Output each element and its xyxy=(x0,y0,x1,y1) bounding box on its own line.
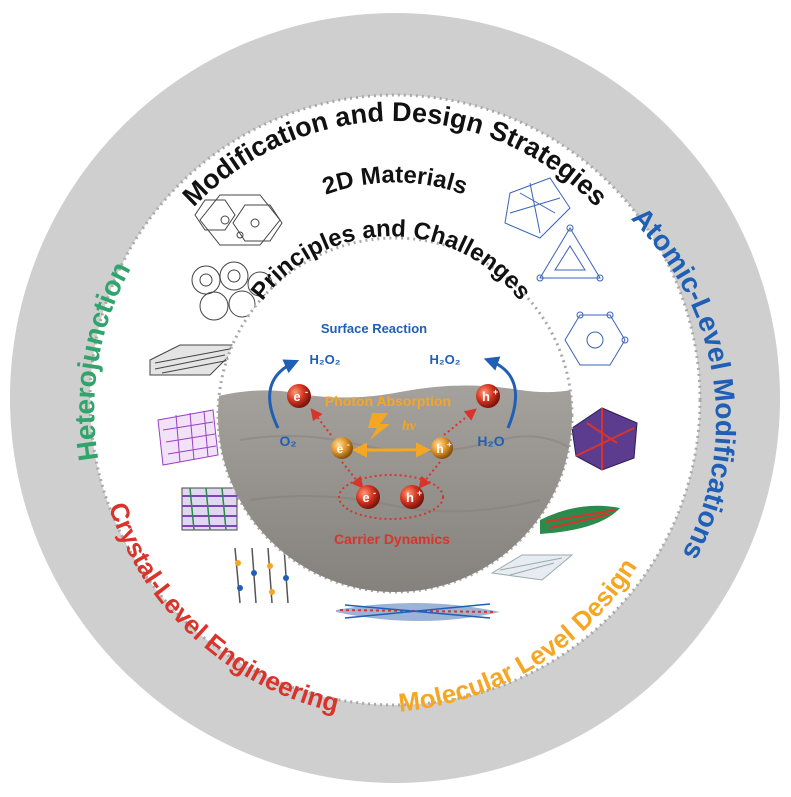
cage-framework-material xyxy=(191,261,273,321)
arrow-h-surface xyxy=(443,408,477,436)
svg-text:h: h xyxy=(482,389,490,404)
lightning-icon xyxy=(368,413,390,440)
recombination-ellipse xyxy=(338,474,444,520)
flat-sheet-material xyxy=(490,554,574,581)
ribbon-crystal-material xyxy=(540,505,620,534)
electron-surface: e - xyxy=(287,384,311,408)
polyhedral-crystal-material xyxy=(571,407,638,471)
svg-text:e: e xyxy=(337,442,344,456)
arrow-e-recombine xyxy=(341,461,364,489)
svg-text:h: h xyxy=(406,490,414,505)
electron-bulk: e - xyxy=(331,437,353,459)
bottom-helix-material xyxy=(336,602,500,621)
carrier-dynamics-label: Carrier Dynamics xyxy=(334,531,450,547)
arrow-e-surface xyxy=(310,408,332,436)
svg-text:+: + xyxy=(417,488,422,498)
purple-layer-material xyxy=(157,409,219,466)
blue-framework-material-1 xyxy=(504,177,571,239)
svg-text:-: - xyxy=(373,488,376,498)
hole-surface: h + xyxy=(476,384,500,408)
hex-framework-material xyxy=(194,194,283,246)
photon-absorption-label: Photon Absorption xyxy=(325,393,451,409)
blue-framework-material-3 xyxy=(564,311,629,366)
surface-reaction-label: Surface Reaction xyxy=(321,321,427,336)
hole-bulk: h + xyxy=(431,437,453,459)
h2o-label: H₂O xyxy=(477,433,504,449)
pillar-structure-material xyxy=(234,547,289,604)
svg-text:e: e xyxy=(362,490,369,505)
graphene-sheet-material xyxy=(149,344,242,376)
electron-recombine: e - xyxy=(356,485,380,509)
layered-crystal-material xyxy=(181,487,238,531)
svg-text:-: - xyxy=(347,440,350,449)
svg-text:+: + xyxy=(447,440,452,449)
arrow-h2o-to-h2o2 xyxy=(483,356,517,429)
h2o2-left-label: H₂O₂ xyxy=(309,352,340,367)
svg-text:h: h xyxy=(436,442,443,456)
svg-text:-: - xyxy=(305,387,308,397)
middle-ring-border xyxy=(88,93,702,707)
o2-label: O₂ xyxy=(279,433,296,449)
arrow-o2-to-h2o2 xyxy=(268,359,300,429)
material-illustrations-right xyxy=(490,177,638,581)
h2o2-right-label: H₂O₂ xyxy=(429,352,460,367)
blue-framework-material-2 xyxy=(536,224,604,282)
material-illustrations-left xyxy=(149,194,289,604)
svg-text:+: + xyxy=(493,387,498,397)
arrow-h-recombine xyxy=(418,461,441,489)
hole-recombine: h + xyxy=(400,485,424,509)
svg-text:e: e xyxy=(293,389,300,404)
hv-label: hν xyxy=(402,419,417,434)
